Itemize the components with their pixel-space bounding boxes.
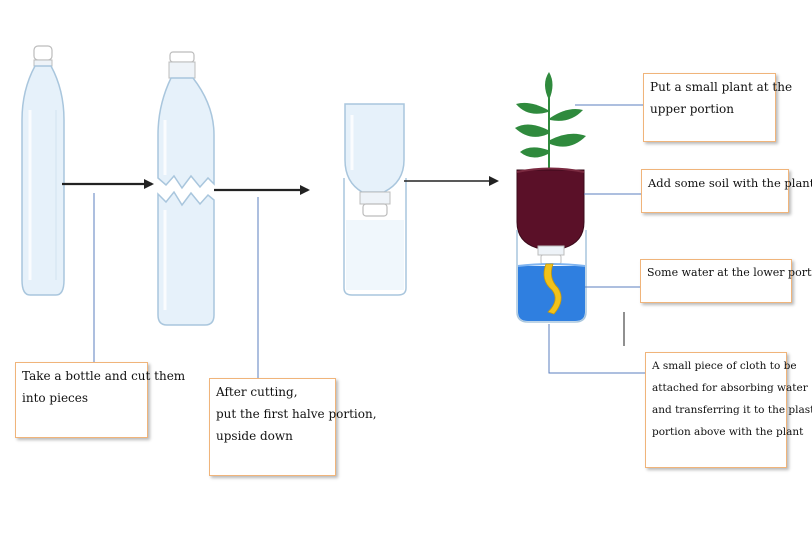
- callout-upside-down-line3: upside down: [216, 429, 293, 443]
- callout-water: Some water at the lower portion: [640, 259, 812, 303]
- callout-cloth-line2: attached for absorbing water: [652, 382, 808, 394]
- step-arrows: [62, 176, 499, 195]
- callout-upside-down-line1: After cutting,: [216, 385, 298, 399]
- callout-cut-bottle-line2: into pieces: [22, 391, 89, 405]
- callout-cloth: A small piece of cloth to be attached fo…: [645, 352, 812, 468]
- callout-cloth-line4: portion above with the plant: [652, 426, 804, 438]
- planter-assembly: [515, 72, 587, 323]
- inverted-bottle-icon: [343, 103, 407, 296]
- callout-cut-bottle-line1: Take a bottle and cut them: [22, 369, 186, 383]
- callout-soil-line1: Add some soil with the plant: [648, 176, 812, 190]
- callout-cloth-line3: and transferring it to the plastic: [652, 404, 812, 416]
- callout-cut-bottle: Take a bottle and cut them into pieces: [15, 362, 186, 438]
- callout-plant-line1: Put a small plant at the: [650, 80, 793, 94]
- plant-icon: [515, 72, 586, 175]
- callout-upside-down: After cutting, put the first halve porti…: [209, 378, 377, 476]
- bottle-icon: [21, 45, 65, 296]
- callout-upside-down-line2: put the first halve portion,: [216, 407, 377, 421]
- callout-water-line1: Some water at the lower portion: [647, 266, 812, 279]
- callout-cloth-line1: A small piece of cloth to be: [652, 360, 797, 372]
- cloth-wick-icon: [543, 263, 562, 315]
- callout-soil: Add some soil with the plant: [641, 169, 812, 213]
- cut-bottle-icon: [157, 51, 215, 326]
- callout-plant-line2: upper portion: [650, 102, 734, 116]
- callout-plant: Put a small plant at the upper portion: [643, 73, 793, 142]
- leader-lines: [93, 104, 649, 378]
